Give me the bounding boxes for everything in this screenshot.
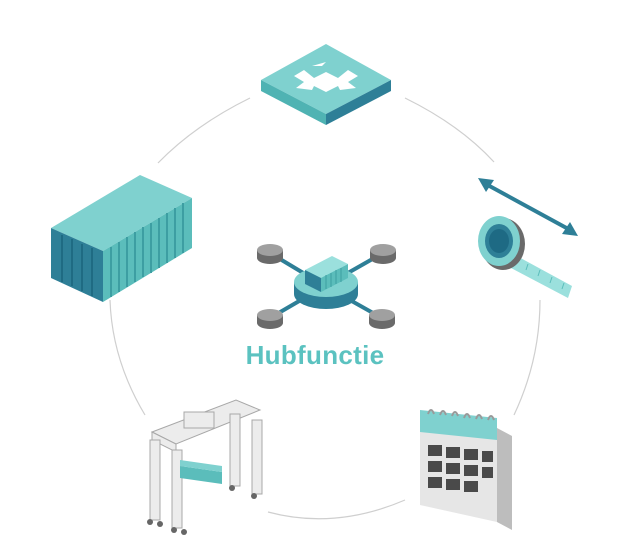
ring-arc-top-left	[157, 97, 251, 164]
hub-node-bottom-left	[257, 309, 283, 329]
measuring-tape-icon	[478, 178, 578, 298]
hub-label: Hubfunctie	[245, 340, 385, 370]
hub-network-icon	[257, 244, 396, 329]
hub-node-bottom-right	[369, 309, 395, 329]
shipping-container-icon	[51, 175, 192, 302]
hub-container-stack	[305, 256, 348, 292]
hub-node-top-left	[257, 244, 283, 264]
calendar-icon	[420, 409, 512, 530]
gantry-crane-icon	[147, 399, 263, 535]
ring-arc-top-right	[404, 97, 495, 163]
hub-node-top-right	[370, 244, 396, 264]
ring-connectors	[109, 97, 541, 520]
ring-arc-left	[109, 299, 146, 416]
ring-arc-right	[513, 299, 541, 416]
ring-arc-bottom	[267, 499, 406, 520]
cross-dock-platform-icon	[261, 44, 391, 125]
